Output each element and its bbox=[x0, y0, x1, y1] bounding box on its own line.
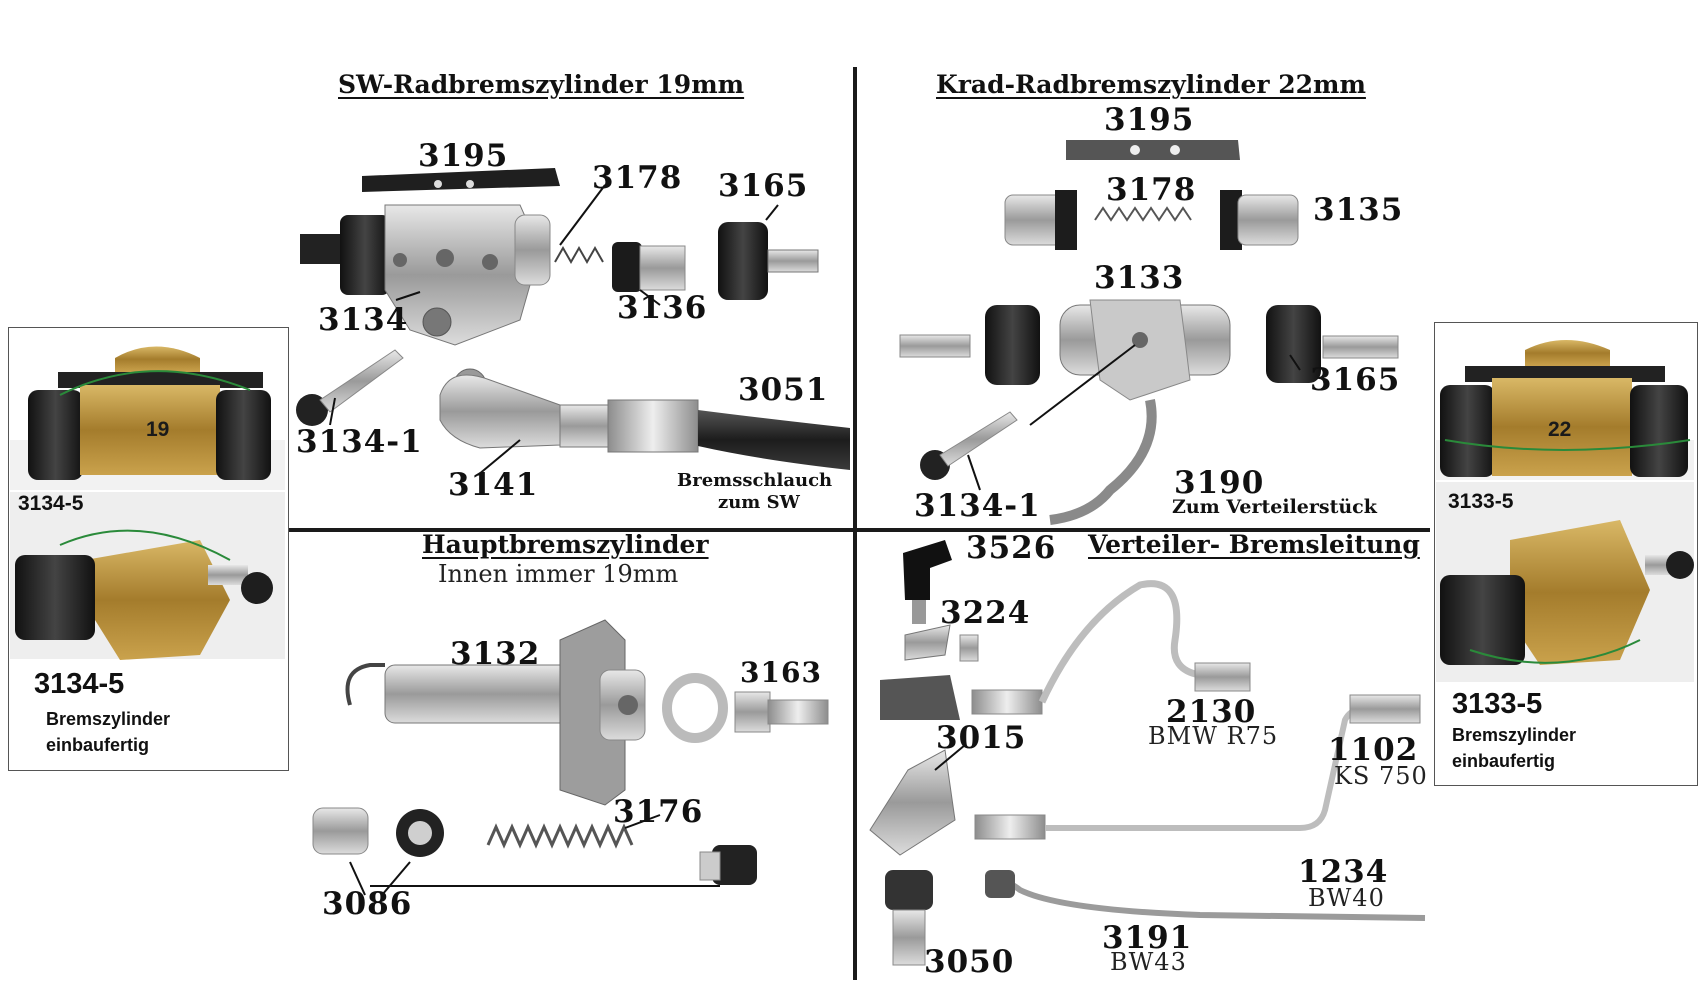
right-desc-line2: einbaufertig bbox=[1452, 751, 1556, 771]
left-desc-line2: einbaufertig bbox=[46, 735, 150, 755]
krad-label-3133: 3133 bbox=[1094, 260, 1185, 296]
krad-label-3190: 3190 bbox=[1174, 465, 1265, 501]
verteiler-model-bw43: BW43 bbox=[1110, 948, 1187, 976]
verteiler-section-title: Verteiler- Bremsleitung bbox=[1088, 530, 1420, 559]
right-cylinder-photo-bottom bbox=[1436, 482, 1694, 682]
left-cylinder-size-mark: 19 bbox=[146, 418, 170, 441]
left-desc-line1: Bremszylinder bbox=[46, 709, 171, 729]
sw-cylinder-body bbox=[300, 204, 551, 346]
verteiler-label-1234: 1234 bbox=[1298, 854, 1389, 890]
sw-hose-note-line1: Bremsschlauch bbox=[677, 470, 833, 491]
verteiler-label-3050: 3050 bbox=[924, 944, 1015, 980]
sw-bracket-3195 bbox=[362, 168, 560, 192]
master-seals-3086 bbox=[312, 807, 757, 885]
krad-label-3165: 3165 bbox=[1310, 362, 1401, 398]
master-washer bbox=[662, 673, 728, 743]
vertical-divider bbox=[853, 67, 857, 980]
right-cylinder-size-mark: 22 bbox=[1548, 418, 1572, 441]
verteiler-label-3191: 3191 bbox=[1102, 920, 1193, 956]
left-code-bottom: 3134-5 bbox=[34, 668, 125, 700]
sw-label-3141: 3141 bbox=[448, 467, 539, 503]
krad-label-3135: 3135 bbox=[1313, 192, 1404, 228]
verteiler-model-bmw-r75: BMW R75 bbox=[1148, 722, 1279, 750]
sw-label-3165: 3165 bbox=[718, 168, 809, 204]
verteiler-label-3224: 3224 bbox=[940, 595, 1031, 631]
haupt-label-3132: 3132 bbox=[450, 636, 541, 672]
krad-cylinder-3133 bbox=[899, 299, 1399, 525]
krad-pistons-3135 bbox=[1004, 190, 1299, 250]
sw-bleeder-3134-1 bbox=[296, 349, 404, 426]
krad-label-3134-1: 3134-1 bbox=[914, 488, 1041, 524]
master-cylinder-3132 bbox=[345, 619, 646, 806]
horizontal-divider bbox=[288, 528, 1430, 532]
right-code-top: 3133-5 bbox=[1448, 490, 1514, 513]
krad-bracket-3195 bbox=[1066, 140, 1240, 160]
krad-distributor-note: Zum Verteilerstück bbox=[1172, 496, 1377, 518]
right-cylinder-photo-top bbox=[1436, 340, 1694, 480]
sw-hose-note-line2: zum SW bbox=[718, 492, 800, 513]
verteiler-model-bw40: BW40 bbox=[1308, 884, 1385, 912]
right-code-bottom: 3133-5 bbox=[1452, 688, 1543, 720]
verteiler-label-3015: 3015 bbox=[936, 720, 1027, 756]
sw-label-3136: 3136 bbox=[617, 290, 708, 326]
distributor-parts bbox=[869, 540, 1426, 966]
master-fitting-3163 bbox=[734, 691, 829, 733]
haupt-label-3086: 3086 bbox=[322, 886, 413, 922]
verteiler-label-3526: 3526 bbox=[966, 530, 1057, 566]
left-cylinder-photo-bottom bbox=[10, 492, 285, 660]
haupt-section-subtitle: Innen immer 19mm bbox=[438, 560, 679, 588]
verteiler-label-2130: 2130 bbox=[1166, 694, 1257, 730]
sw-banjo-3141 bbox=[439, 368, 561, 449]
sw-hose-3051 bbox=[559, 399, 850, 470]
right-desc-line1: Bremszylinder bbox=[1452, 725, 1577, 745]
sw-spring-3178 bbox=[554, 245, 604, 265]
haupt-label-3176: 3176 bbox=[613, 794, 704, 830]
sw-label-3134: 3134 bbox=[318, 302, 409, 338]
krad-section-title: Krad-Radbremszylinder 22mm bbox=[936, 70, 1366, 99]
krad-label-3178: 3178 bbox=[1106, 172, 1197, 208]
sw-piston-3136 bbox=[612, 242, 686, 292]
sw-label-3134-1: 3134-1 bbox=[296, 424, 423, 460]
verteiler-label-1102: 1102 bbox=[1328, 732, 1419, 768]
sw-label-3178: 3178 bbox=[592, 160, 683, 196]
krad-label-3195: 3195 bbox=[1104, 102, 1195, 138]
sw-label-3195: 3195 bbox=[418, 138, 509, 174]
krad-bleeder-3134-1 bbox=[920, 411, 1018, 480]
left-code-top: 3134-5 bbox=[18, 492, 84, 515]
sw-label-3051: 3051 bbox=[738, 372, 829, 408]
verteiler-model-ks-750: KS 750 bbox=[1334, 762, 1428, 790]
left-cylinder-photo-top bbox=[10, 346, 285, 490]
sw-cap-3165 bbox=[718, 222, 819, 300]
haupt-section-title: Hauptbremszylinder bbox=[422, 530, 709, 559]
sw-section-title: SW-Radbremszylinder 19mm bbox=[338, 70, 745, 99]
haupt-label-3163: 3163 bbox=[740, 656, 822, 689]
